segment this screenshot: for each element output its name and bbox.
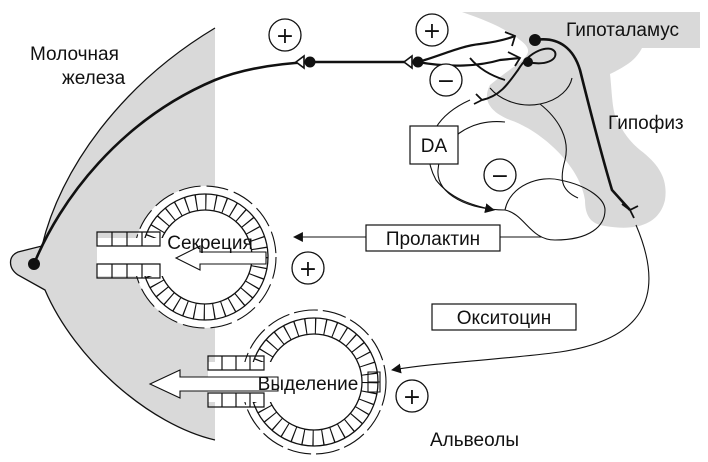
secretion-label: Секреция [167,233,253,254]
synapse-1-soma [305,57,316,68]
plus-sign-hypothalamus-text: + [423,19,441,44]
plus-sign-oxytocin-text: + [403,385,421,410]
plus-sign-afferent-text: + [276,24,294,49]
minus-sign-dopamine-neuron: − [430,64,462,96]
mammary-gland-label-line1: Молочная [30,44,119,65]
plus-sign-prolactin: + [292,252,324,284]
prolactin-label: Пролактин [386,229,480,250]
pituitary-label: Гипофиз [608,113,684,134]
plus-sign-oxytocin: + [396,380,428,412]
minus-sign-pituitary-text: − [491,164,509,189]
minus-sign-pituitary: − [484,159,516,191]
synapse-1-terminal [296,56,304,68]
alveolus-1-duct [97,238,169,276]
plus-sign-hypothalamus: + [416,14,448,46]
ejection-label: Выделение [258,374,359,395]
afferent-branch-lower [418,58,520,66]
plus-sign-prolactin-text: + [299,257,317,282]
hypothalamus-label: Гипоталамус [566,20,679,41]
mammary-gland-label-line2: железа [62,68,126,89]
minus-sign-dopamine-neuron-text: − [437,69,455,94]
synapse-2-terminal [404,56,412,68]
oxytocin-label: Окситоцин [457,308,551,329]
alveoli-label: Альвеолы [430,430,519,451]
dopamine-label: DA [421,136,448,157]
afferent-branch-third [470,58,505,80]
plus-sign-afferent: + [269,19,301,51]
dopamine-terminal [474,94,482,104]
